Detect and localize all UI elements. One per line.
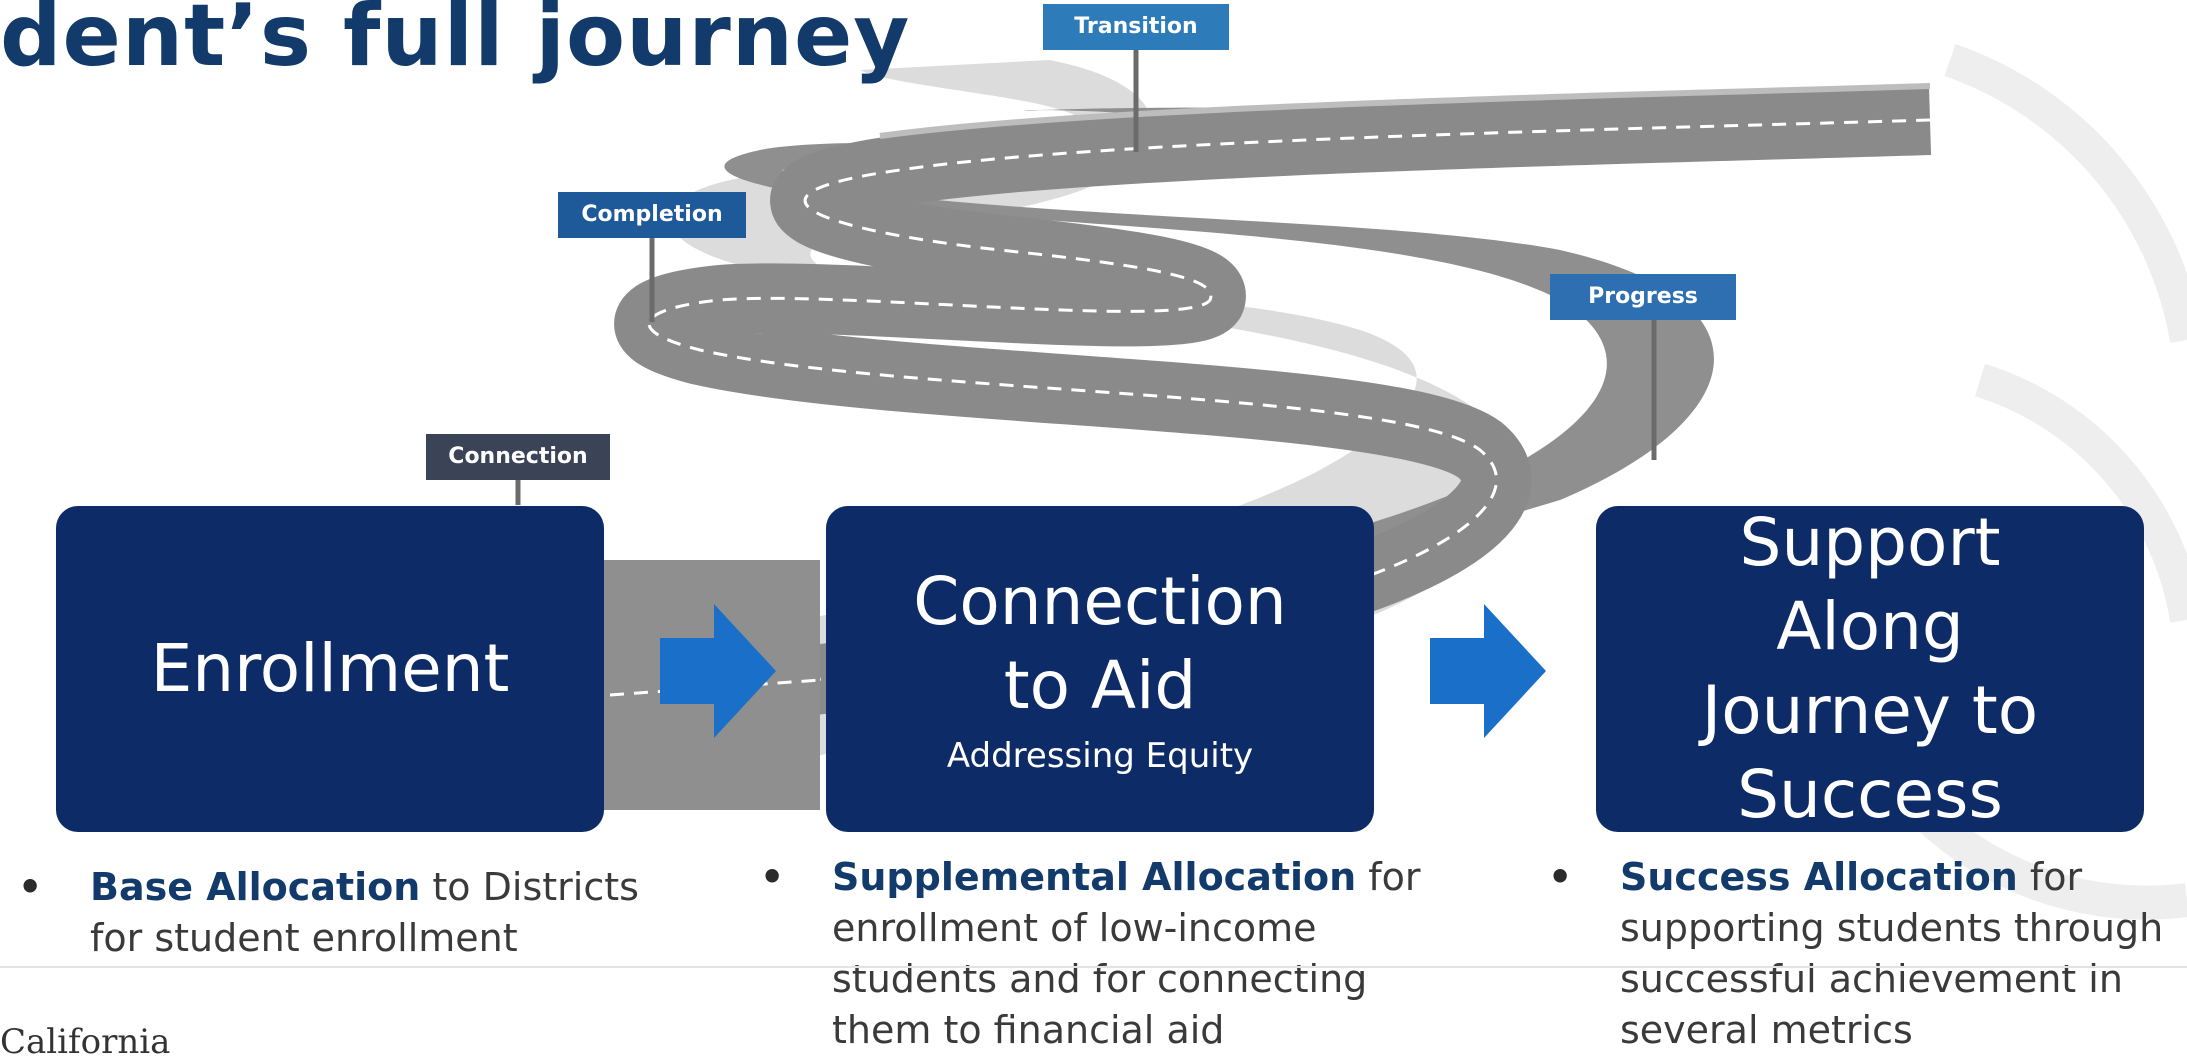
stage-box-support-along-journey: Support Along Journey to Success — [1596, 504, 2144, 833]
sign-transition: Transition — [1043, 4, 1229, 50]
footer-logo-text: California — [0, 1022, 171, 1062]
stage-box-enrollment: Enrollment — [56, 506, 604, 832]
bullet-icon: • — [18, 865, 43, 909]
arrow-right-icon — [660, 604, 776, 738]
bullet-icon: • — [1548, 855, 1573, 899]
road-surface — [600, 107, 1930, 690]
stage-subtitle: Addressing Equity — [946, 736, 1254, 776]
sign-progress: Progress — [1550, 274, 1736, 320]
sign-connection: Connection — [426, 434, 610, 480]
stage-title: Connection to Aid — [913, 563, 1287, 724]
sign-posts — [515, 44, 1657, 505]
stage-title: Support Along Journey to Success — [1701, 504, 2039, 833]
road-edge-highlight — [879, 83, 1931, 139]
slide-title: dent’s full journey — [0, 0, 911, 86]
bullet-icon: • — [760, 855, 785, 899]
allocation-name: Base Allocation — [90, 865, 421, 909]
allocation-name: Success Allocation — [1620, 855, 2018, 899]
stage-title: Enrollment — [150, 630, 510, 707]
stage-box-connection-to-aid: Connection to Aid Addressing Equity — [826, 506, 1374, 832]
sign-completion: Completion — [558, 192, 746, 238]
arrow-right-icon — [1430, 604, 1546, 738]
allocation-name: Supplemental Allocation — [832, 855, 1357, 899]
footer-divider — [0, 966, 2187, 968]
